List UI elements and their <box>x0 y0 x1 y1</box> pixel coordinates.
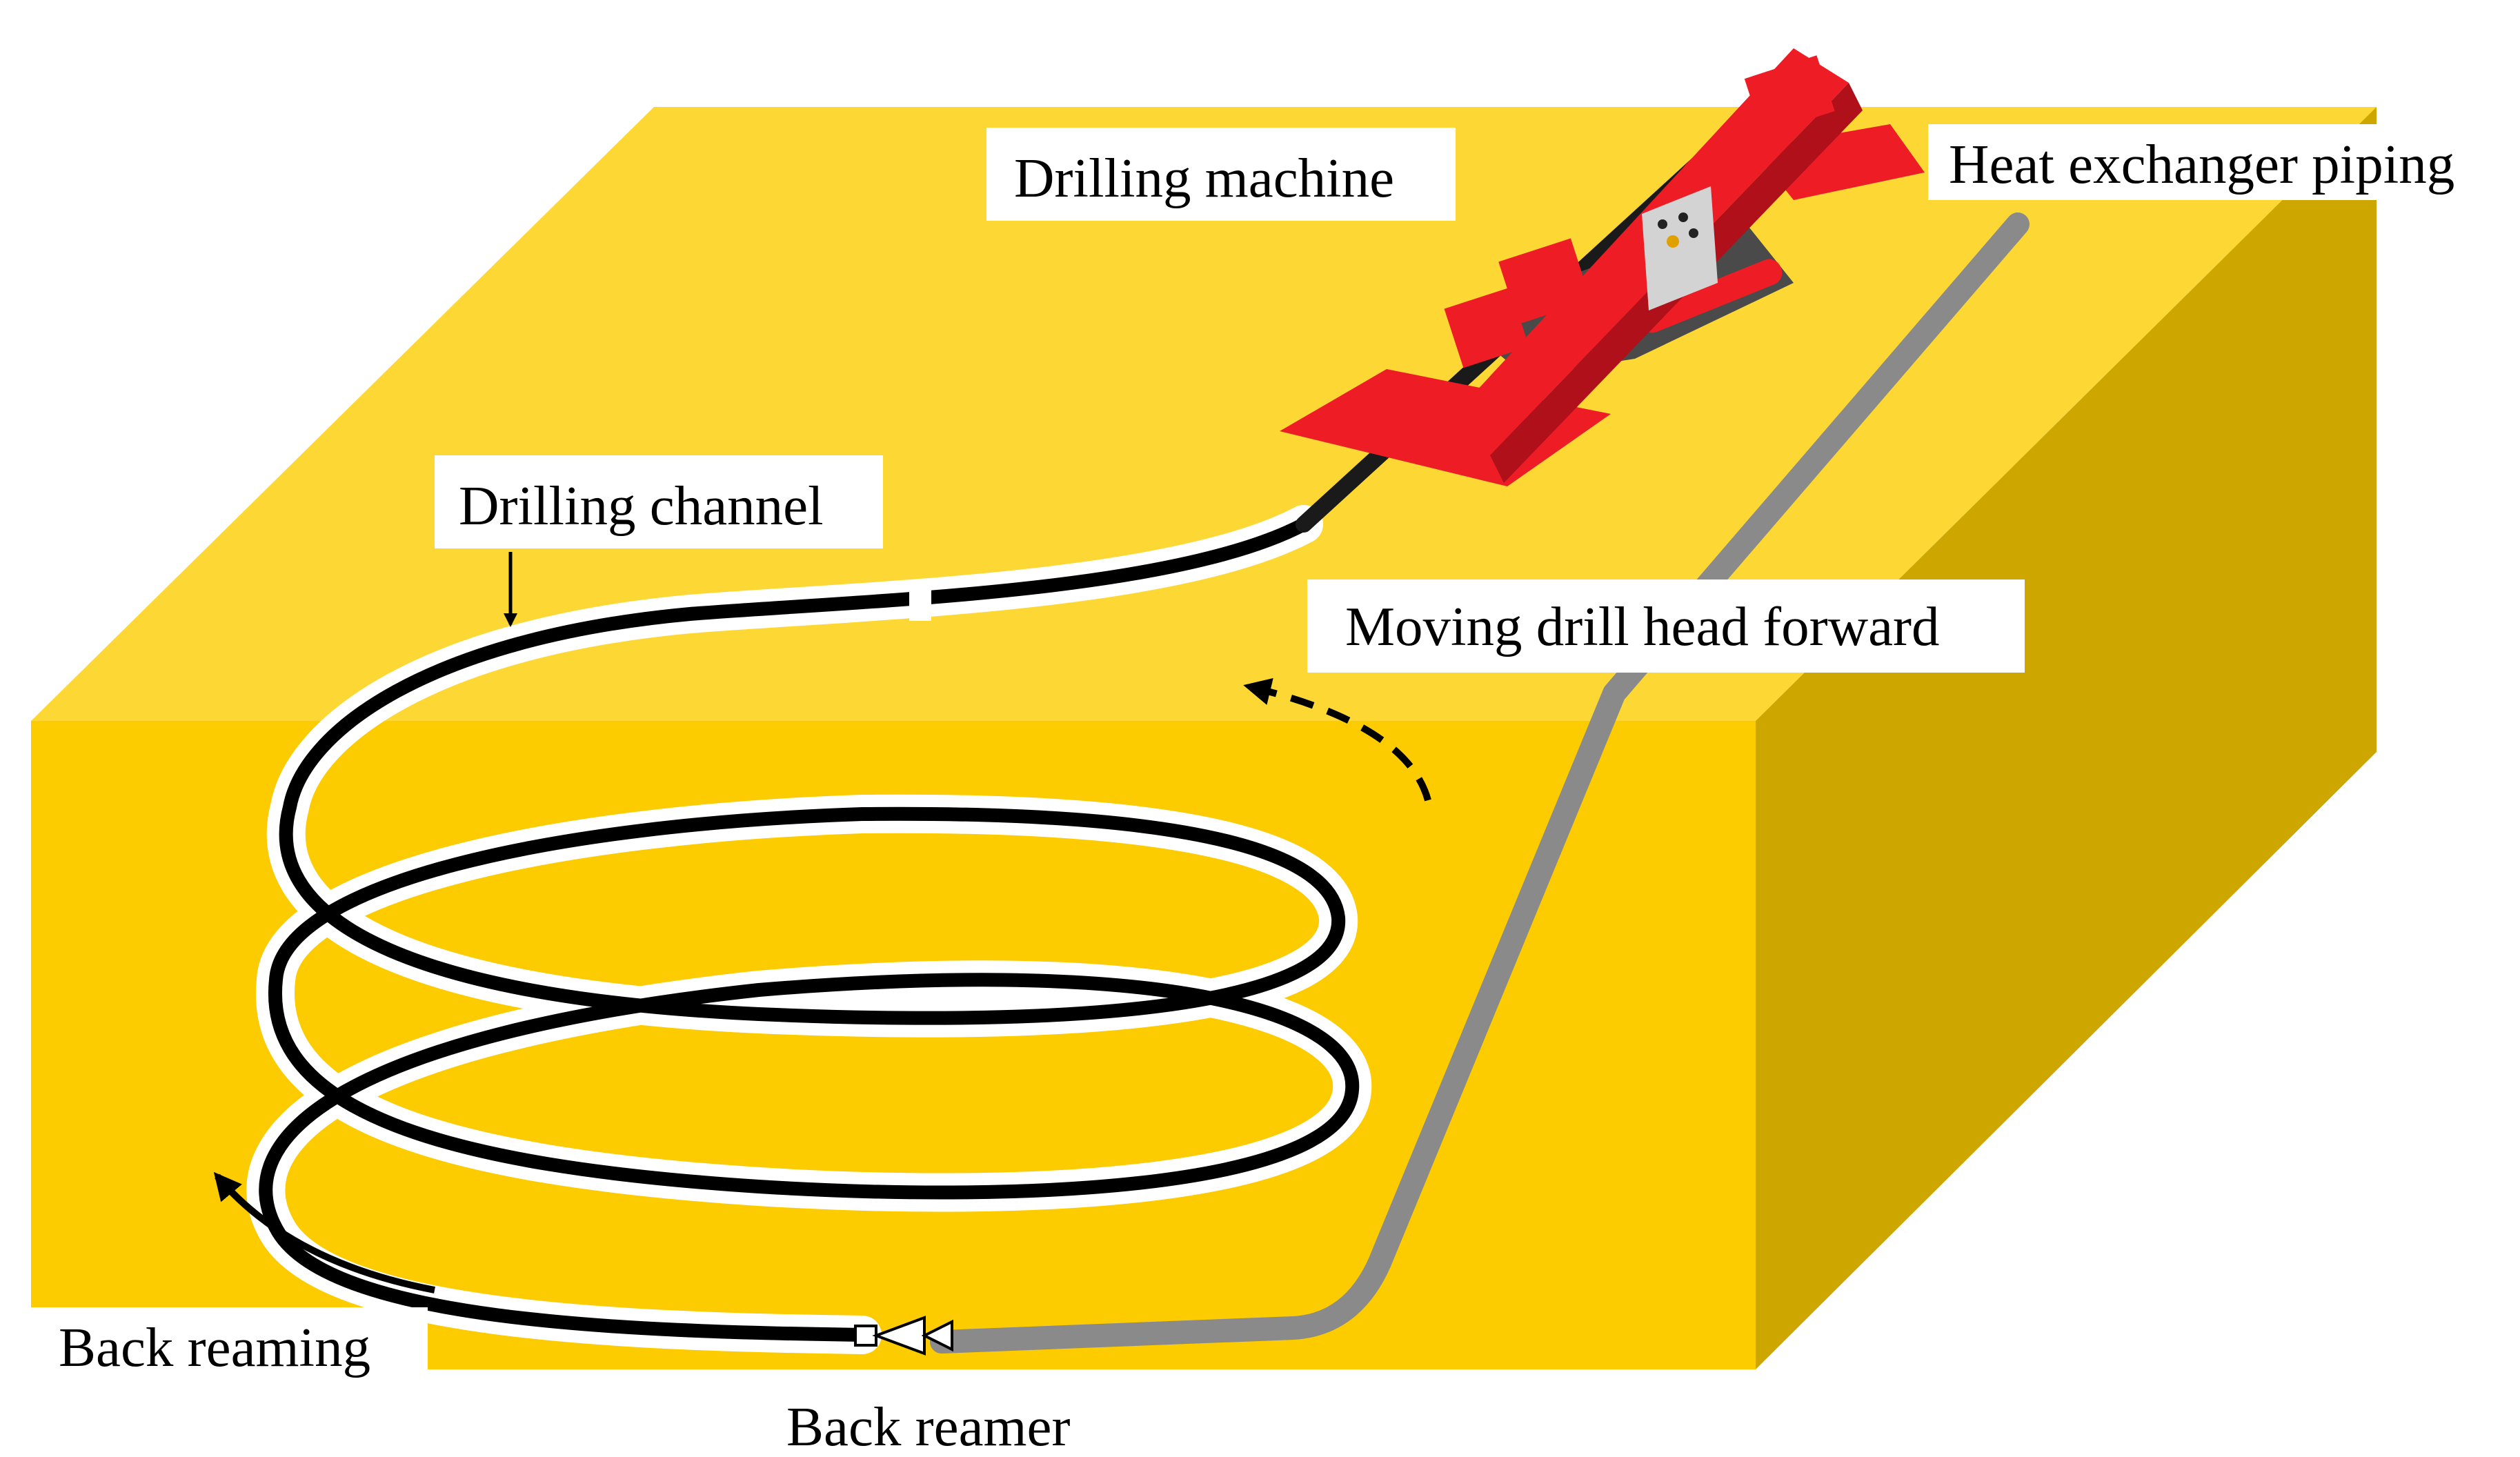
panel-knob-1 <box>1658 219 1667 229</box>
back-reamer-label: Back reamer <box>786 1396 1071 1457</box>
drilling-machine <box>1280 48 1925 533</box>
soil-top-face <box>31 107 2377 721</box>
piping-path <box>930 212 2030 1354</box>
reamer-tip <box>921 1319 953 1352</box>
heat-exchanger-piping-label: Heat exchanger piping <box>1949 133 2454 195</box>
drilling-machine-label-box <box>986 128 1456 221</box>
drilling-channel-coil <box>246 505 1372 1354</box>
moving-drill-head-forward-label: Moving drill head forward <box>1345 595 1940 657</box>
moving-drill-head-forward-label-box <box>1307 579 2025 673</box>
drilling-machine-label: Drilling machine <box>1014 147 1394 209</box>
soil-side-face <box>1756 107 2377 1369</box>
moving-forward-arrow <box>1243 677 1431 802</box>
drilling-channel-label-box <box>435 455 883 548</box>
panel-knob-3 <box>1667 235 1679 248</box>
drilling-channel-label: Drilling channel <box>459 475 824 537</box>
back-reaming-label-box <box>31 1307 428 1390</box>
heat-exchanger-piping-label-box <box>1928 124 2520 200</box>
back-reaming-arrow <box>213 1171 435 1294</box>
carriage-block-1 <box>1498 238 1591 324</box>
channel-line <box>259 517 1360 1342</box>
back-reamer-tool <box>854 1316 953 1356</box>
control-panel <box>1642 186 1718 310</box>
carriage-block-2 <box>1444 287 1529 368</box>
carriage-block-3 <box>1744 55 1835 135</box>
track-highlight <box>1638 259 1783 333</box>
arrows <box>213 552 1431 1294</box>
panel-knob-4 <box>1689 228 1698 238</box>
back-reaming-label: Back reaming <box>59 1316 370 1378</box>
labels: Drilling machine Heat exchanger piping D… <box>59 133 2454 1457</box>
panel-knob-2 <box>1678 212 1688 222</box>
channel-gap <box>909 586 931 621</box>
heat-exchanger-piping-line <box>930 212 2030 1354</box>
label-boxes <box>31 124 2520 1390</box>
